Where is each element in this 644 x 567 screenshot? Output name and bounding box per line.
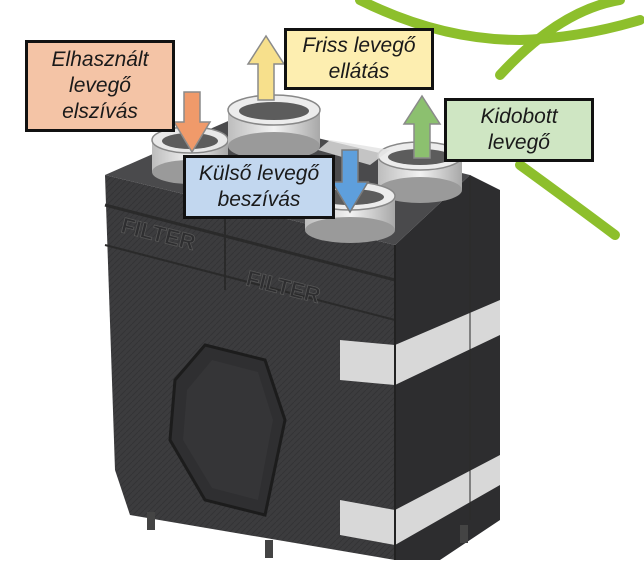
arrow-exhaust-down — [172, 91, 212, 154]
label-discharged-air: Kidobott levegő — [444, 98, 594, 162]
label-exhaust-line-3: elszívás — [62, 100, 138, 123]
duct-collar-discharge — [377, 141, 463, 203]
label-outside-intake: Külső levegő beszívás — [183, 155, 335, 219]
decorative-swoosh — [355, 0, 644, 240]
label-discharge-line-1: Kidobott — [480, 105, 558, 128]
label-intake-line-2: beszívás — [217, 188, 301, 211]
label-exhaust-line-2: levegő — [69, 74, 131, 97]
label-intake-line-1: Külső levegő — [198, 162, 320, 185]
label-exhaust-air: Elhasznált levegő elszívás — [25, 40, 175, 132]
arrow-supply-up — [246, 34, 286, 101]
label-supply-line-1: Friss levegő — [302, 34, 416, 57]
label-fresh-supply: Friss levegő ellátás — [284, 28, 434, 90]
arrow-intake-down — [330, 149, 370, 214]
duct-collar-supply — [227, 94, 321, 160]
arrow-discharge-up — [402, 94, 442, 159]
label-discharge-line-2: levegő — [488, 131, 550, 154]
label-supply-line-2: ellátás — [328, 60, 390, 83]
label-exhaust-line-1: Elhasznált — [51, 48, 149, 71]
